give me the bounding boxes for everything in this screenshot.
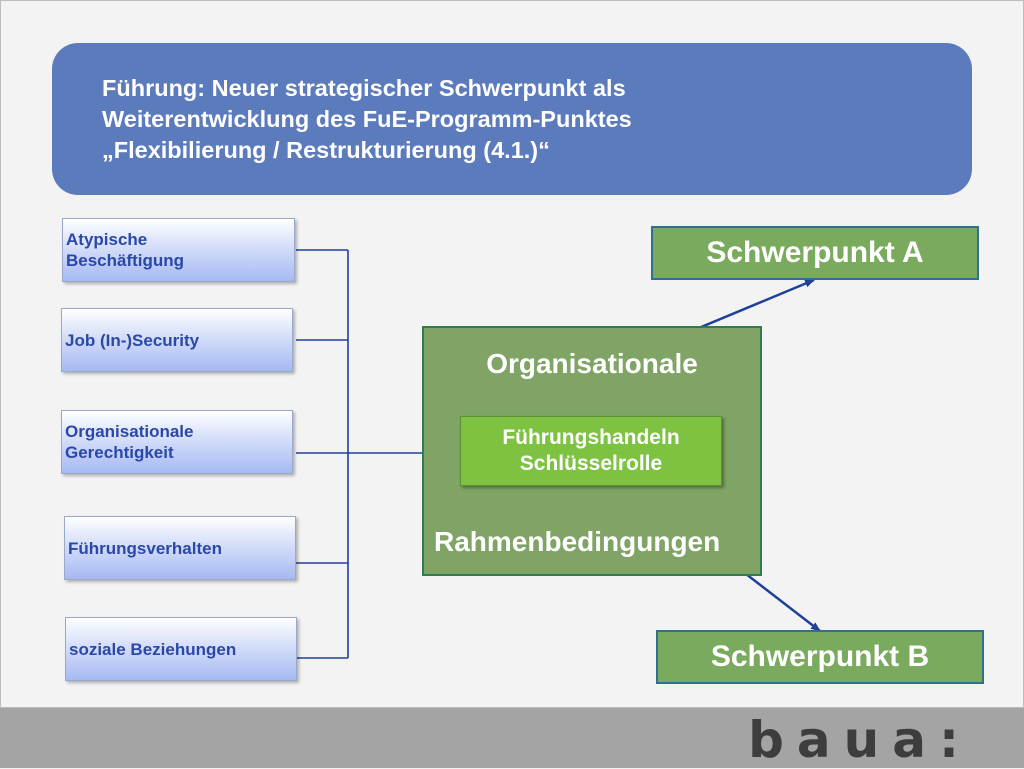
org-box-top-label: Organisationale xyxy=(486,348,698,379)
factor-organisational-justice: Organisationale Gerechtigkeit xyxy=(61,410,293,474)
header-banner: Führung: Neuer strategischer Schwerpunkt… xyxy=(52,43,972,195)
baua-logo: baua: xyxy=(748,711,972,769)
header-title: Führung: Neuer strategischer Schwerpunkt… xyxy=(102,73,632,166)
factor-label: soziale Beziehungen xyxy=(69,639,237,659)
factor-job-security: Job (In-)Security xyxy=(61,308,293,372)
schwerpunkt-a-box: Schwerpunkt A xyxy=(651,226,979,280)
footer-bar: baua: xyxy=(0,708,1024,768)
factor-label: Führungsverhalten xyxy=(68,538,222,558)
factor-leadership-behaviour: Führungsverhalten xyxy=(64,516,296,580)
header-line-3: „Flexibilierung / Restrukturierung (4.1.… xyxy=(102,137,550,163)
factor-label: Atypische Beschäftigung xyxy=(66,230,185,270)
key-box-line-1: Führungshandeln xyxy=(502,426,680,449)
header-line-2: Weiterentwicklung des FuE-Programm-Punkt… xyxy=(102,106,632,132)
header-line-1: Führung: Neuer strategischer Schwerpunkt… xyxy=(102,75,626,101)
schwerpunkt-b-box: Schwerpunkt B xyxy=(656,630,984,684)
factor-atypical-employment: Atypische Beschäftigung xyxy=(62,218,295,282)
factor-label: Organisationale Gerechtigkeit xyxy=(65,422,194,462)
key-box-line-2: Schlüsselrolle xyxy=(519,452,663,475)
factor-label: Job (In-)Security xyxy=(65,330,200,350)
org-box-bottom-label: Rahmenbedingungen xyxy=(434,526,721,557)
factor-social-relations: soziale Beziehungen xyxy=(65,617,297,681)
leadership-key-role-box: Führungshandeln Schlüsselrolle xyxy=(460,416,722,486)
